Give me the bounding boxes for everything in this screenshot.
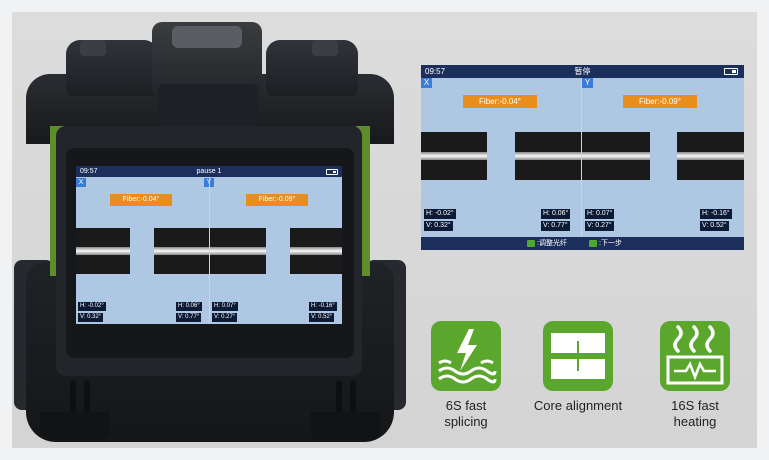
clock: 09:57 xyxy=(80,168,98,175)
v-angle-left: V: 0.32° xyxy=(424,221,453,231)
device-hinge xyxy=(158,84,258,130)
fiber-segment xyxy=(76,228,130,274)
h-angle-mid-right: H: 0.07° xyxy=(212,302,238,311)
splicing-spark-icon xyxy=(431,321,501,391)
feature-label-alignment: Core alignment xyxy=(518,398,638,414)
h-angle-left: H: -0.02° xyxy=(78,302,106,311)
device-vent xyxy=(336,380,342,420)
device-vent xyxy=(84,380,90,420)
h-angle-mid-left: H: 0.06° xyxy=(541,209,571,219)
fiber-segment xyxy=(515,132,650,180)
fiber-angle-left: Fiber:-0.04° xyxy=(463,95,537,108)
core-alignment-icon xyxy=(543,321,613,391)
device-knob-left xyxy=(80,40,106,56)
battery-icon xyxy=(724,68,738,75)
feature-label-line: 16S fast xyxy=(671,398,719,413)
status-bar: 09:57 pause 1 xyxy=(76,166,342,177)
alignment-line xyxy=(209,177,210,324)
v-angle-mid-left: V: 0.77° xyxy=(176,313,202,322)
feature-label-splicing: 6S fast splicing xyxy=(416,398,516,430)
v-angle-mid-left: V: 0.77° xyxy=(541,221,570,231)
feature-label-heating: 16S fast heating xyxy=(645,398,745,430)
screen-title: pause 1 xyxy=(196,168,222,175)
heating-icon xyxy=(660,321,730,391)
next-step-key-icon xyxy=(589,240,597,247)
feature-label-line: Core alignment xyxy=(533,398,623,413)
h-angle-right: H: -0.16° xyxy=(309,302,337,311)
fiber-angle-left: Fiber:-0.04° xyxy=(110,194,172,206)
device-cover-cap xyxy=(172,26,242,48)
v-angle-mid-right: V: 0.27° xyxy=(212,313,238,322)
fiber-segment xyxy=(290,228,342,274)
h-angle-left: H: -0.02° xyxy=(424,209,456,219)
status-bar: 09:57 暂停 xyxy=(421,65,744,78)
battery-icon xyxy=(326,169,338,175)
clock: 09:57 xyxy=(425,67,446,76)
screen-title: 暂停 xyxy=(574,67,591,76)
axis-x-tag: X xyxy=(421,78,432,88)
screen-footer: :调整光纤 :下一步 xyxy=(421,237,744,250)
footer-next-step: :下一步 xyxy=(599,240,622,247)
fiber-segment xyxy=(421,132,487,180)
device-knob-right xyxy=(312,40,338,56)
feature-label-line: splicing xyxy=(444,414,488,429)
axis-y-tag: Y xyxy=(582,78,593,88)
feature-label-line: heating xyxy=(673,414,717,429)
v-angle-mid-right: V: 0.27° xyxy=(585,221,614,231)
device-foot-right xyxy=(310,412,380,440)
zoomed-screen: 09:57 暂停 X Y Fiber:-0.04° Fiber:-0.09° H… xyxy=(421,65,744,250)
device-foot-left xyxy=(40,412,110,440)
h-angle-mid-right: H: 0.07° xyxy=(585,209,615,219)
axis-x-tag: X xyxy=(76,178,86,187)
feature-label-line: 6S fast xyxy=(445,398,487,413)
v-angle-right: V: 0.52° xyxy=(309,313,335,322)
h-angle-right: H: -0.16° xyxy=(700,209,732,219)
fiber-angle-right: Fiber:-0.09° xyxy=(246,194,308,206)
v-angle-left: V: 0.32° xyxy=(78,313,104,322)
device-vent xyxy=(70,380,76,420)
v-angle-right: V: 0.52° xyxy=(700,221,729,231)
fiber-angle-right: Fiber:-0.09° xyxy=(623,95,697,108)
adjust-fiber-key-icon xyxy=(527,240,535,247)
h-angle-mid-left: H: 0.06° xyxy=(176,302,202,311)
fiber-segment xyxy=(154,228,266,274)
footer-adjust-fiber: :调整光纤 xyxy=(537,240,567,247)
device-screen: 09:57 pause 1 X Y Fiber:-0.04° Fiber:-0.… xyxy=(76,166,342,324)
alignment-line xyxy=(581,78,582,237)
device-vent xyxy=(350,380,356,420)
fiber-segment xyxy=(677,132,744,180)
